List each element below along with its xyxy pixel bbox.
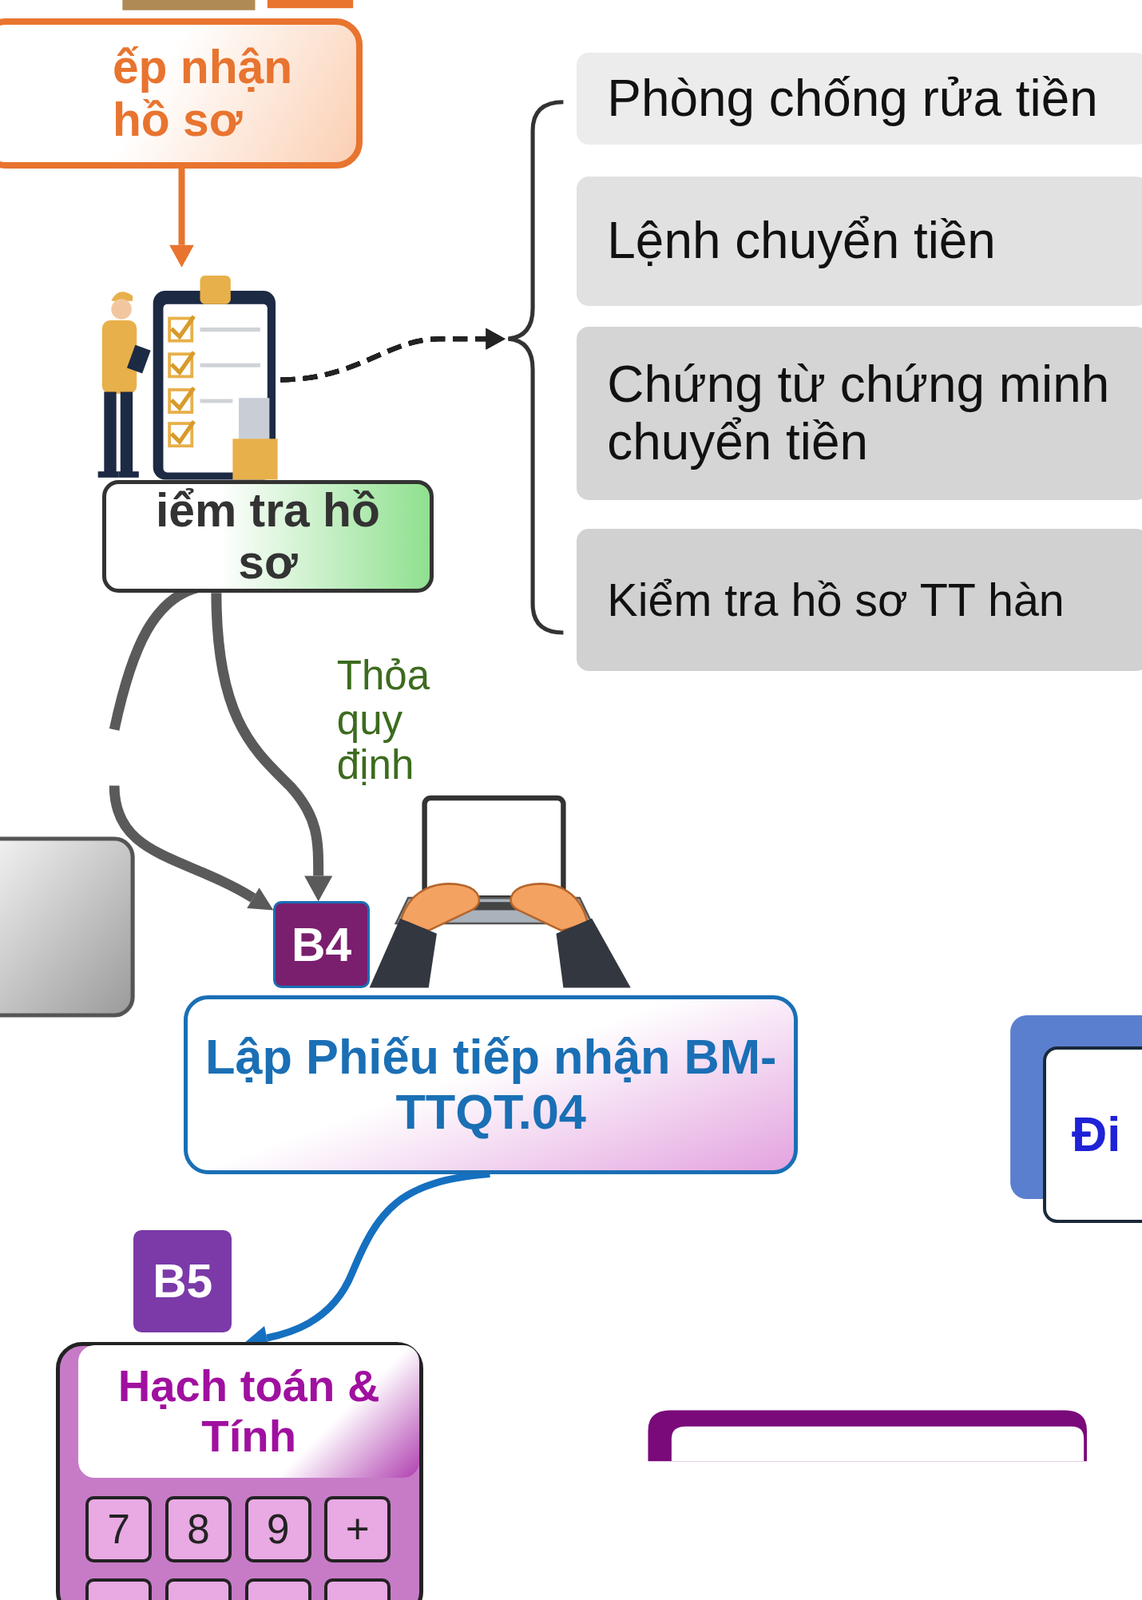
node-text: Đi <box>1071 1106 1121 1162</box>
laptop-icon <box>369 797 631 988</box>
arrow-head <box>486 328 506 349</box>
connector-line <box>216 592 319 876</box>
calculator-key <box>165 1578 232 1600</box>
node-text: B4 <box>291 918 352 972</box>
calculator-key: 9 <box>245 1495 312 1563</box>
calculator-key <box>245 1578 312 1600</box>
step-badge: B4 <box>273 900 369 988</box>
arrow-head <box>486 328 506 349</box>
connector-arrow <box>245 1173 491 1351</box>
checkmark <box>171 421 195 443</box>
parcel <box>232 438 278 480</box>
paper-line <box>199 363 260 368</box>
arrow-head <box>486 328 506 349</box>
check-item: Lệnh chuyển tiền <box>576 176 1142 306</box>
flow-curve <box>114 785 254 899</box>
node-text: ếp nhận hồ sơ <box>112 40 348 147</box>
connector-arrow <box>169 168 195 268</box>
arrow-head <box>304 875 333 901</box>
connector-line <box>280 338 486 380</box>
flow-curve <box>114 585 211 730</box>
illustration-fragment <box>122 0 255 11</box>
parcel <box>238 397 270 441</box>
label-panel: Hạch toán & Tính <box>78 1344 420 1478</box>
calculator-box: Hạch toán & Tính 7 8 9 + <box>55 1341 424 1600</box>
curly-brace <box>507 102 564 633</box>
clipboard-clip <box>199 275 230 305</box>
edge-label: Thỏa quy định <box>337 653 434 789</box>
checkmark <box>171 316 195 338</box>
process-box: Lập Phiếu tiếp nhận BM-TTQT.04 <box>183 995 798 1174</box>
calculator-key: 7 <box>85 1495 152 1563</box>
arrow-head <box>169 245 195 268</box>
connector-arrow <box>216 592 333 901</box>
sleeve <box>369 918 437 988</box>
node-text: iểm tra hồ sơ <box>125 483 412 590</box>
node-text: Lập Phiếu tiếp nhận BM-TTQT.04 <box>205 1029 778 1139</box>
purple-band-inner <box>671 1426 1084 1461</box>
node-text: Kiểm tra hồ sơ TT hàn <box>606 574 1065 626</box>
process-box: Đi <box>1042 1046 1142 1223</box>
node-text: 8 <box>186 1506 210 1552</box>
node-text: B5 <box>152 1254 213 1308</box>
node-text: Phòng chống rửa tiền <box>606 70 1099 128</box>
connector-arrow <box>280 328 505 380</box>
connector-line <box>178 168 186 246</box>
paper-line <box>199 327 260 332</box>
person-foot <box>98 471 119 478</box>
hand <box>511 883 588 931</box>
process-box: iểm tra hồ sơ <box>102 479 434 594</box>
check-item: Kiểm tra hồ sơ TT hàn <box>576 528 1142 671</box>
node-text: + <box>345 1506 370 1552</box>
person-head <box>111 298 132 320</box>
paper-line <box>199 398 233 403</box>
illustration-fragment <box>267 0 353 8</box>
arrow-head <box>486 328 506 349</box>
node-text: Hạch toán & Tính <box>116 1360 382 1462</box>
connector-line <box>280 338 486 380</box>
connector-arrow <box>280 328 505 380</box>
person-leg <box>103 392 116 474</box>
sleeve <box>555 918 631 988</box>
person-foot <box>118 471 139 478</box>
check-item: Phòng chống rửa tiền <box>576 52 1142 145</box>
step-badge: B5 <box>133 1229 232 1333</box>
purple-band <box>647 1409 1087 1461</box>
calculator-key: + <box>324 1495 391 1563</box>
checkmark <box>171 352 195 373</box>
node-text: Chứng từ chứng minh chuyển tiền <box>606 356 1128 471</box>
connector-arrow <box>280 328 505 380</box>
arrow-head <box>246 887 274 910</box>
side-panel <box>0 838 133 1016</box>
process-box: ếp nhận hồ sơ <box>0 18 363 169</box>
connector-line <box>266 1173 490 1338</box>
person-tablet <box>126 344 151 374</box>
connector-line <box>280 338 486 380</box>
node-text: Lệnh chuyển tiền <box>606 212 996 270</box>
person-leg <box>120 392 133 474</box>
connector-arrow <box>280 328 505 380</box>
calculator-key <box>324 1578 391 1600</box>
clipboard-icon <box>98 275 278 480</box>
calculator-key: 8 <box>165 1495 232 1563</box>
connector-line <box>280 338 486 380</box>
checkmark <box>171 387 195 409</box>
node-text: 9 <box>266 1506 290 1552</box>
node-text: 7 <box>107 1506 131 1552</box>
calculator-key <box>85 1578 152 1600</box>
check-item: Chứng từ chứng minh chuyển tiền <box>576 326 1142 500</box>
